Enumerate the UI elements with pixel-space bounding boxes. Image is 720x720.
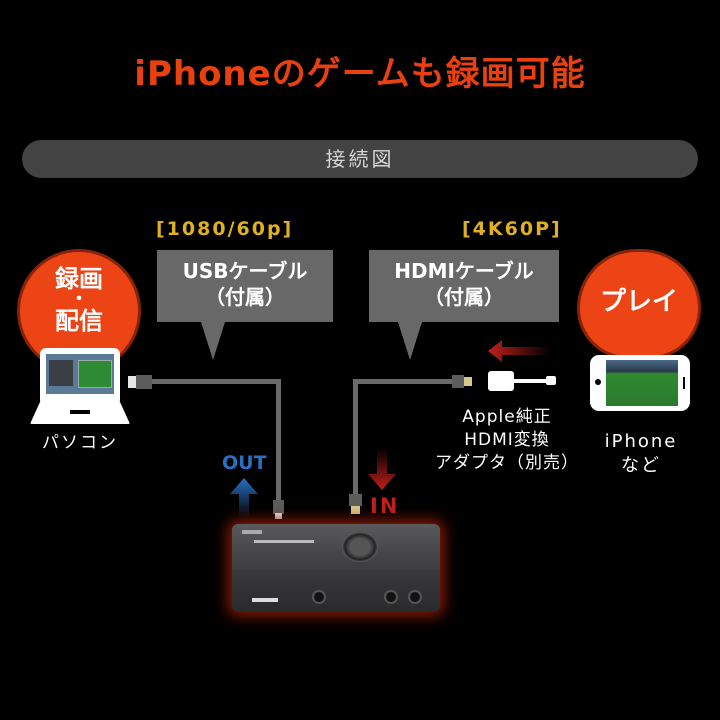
in-arrow-icon (368, 448, 396, 490)
section-header: 接続図 (22, 140, 698, 178)
page-title: iPhoneのゲームも録画可能 (134, 54, 586, 94)
adapter-cable (514, 379, 550, 383)
usb-cable-vertical (276, 379, 281, 507)
usb-c-tip (275, 513, 282, 519)
hdmi-cable-vertical (353, 379, 358, 497)
hdmi-cable-included: （付属） (424, 285, 504, 309)
usb-cable (152, 379, 280, 384)
iphone-label-line-2: など (621, 455, 661, 476)
hdmi-plug-device (349, 494, 362, 506)
usb-a-plug (136, 375, 152, 389)
hdmi-cable-label: HDMIケーブル (394, 259, 534, 283)
out-arrow-icon (230, 478, 258, 518)
play-badge: プレイ (580, 252, 698, 356)
pc-label: パソコン (42, 433, 118, 453)
hdmi-spec: [4K60P] (462, 218, 562, 240)
laptop-icon (30, 348, 130, 424)
usb-cable-label: USBケーブル (182, 259, 308, 283)
hdmi-cable-callout: HDMIケーブル （付属） (369, 250, 559, 322)
out-label: OUT (222, 452, 267, 474)
hdmi-plug-adapter-tip (464, 377, 472, 386)
capture-device-icon (232, 524, 440, 612)
lightning-plug (546, 376, 556, 385)
usb-callout-pointer (201, 322, 225, 360)
adapter-label: Apple純正 HDMI変換 アダプタ（別売） (426, 406, 588, 475)
smartphone-icon (590, 355, 690, 411)
usb-a-plug-tip (128, 376, 136, 388)
hdmi-plug-adapter (452, 375, 464, 388)
badge-line-1: 録画 (55, 265, 103, 293)
hdmi-cable (353, 379, 453, 384)
iphone-label: iPhone など (586, 430, 696, 478)
usb-cable-included: （付属） (205, 285, 285, 309)
adapter-label-line-2: HDMI変換 (464, 430, 550, 450)
signal-arrow-left-icon (488, 340, 550, 362)
usb-spec: [1080/60p] (156, 218, 294, 240)
hdmi-plug-device-tip (351, 506, 360, 514)
adapter-label-line-3: アダプタ（別売） (435, 453, 579, 473)
hdmi-callout-pointer (398, 322, 422, 360)
adapter-label-line-1: Apple純正 (462, 407, 552, 427)
in-label: IN (370, 494, 400, 518)
hdmi-adapter-icon (488, 371, 514, 391)
usb-c-plug (273, 500, 284, 514)
iphone-label-line-1: iPhone (604, 431, 678, 452)
badge-line-3: 配信 (55, 307, 103, 335)
usb-cable-callout: USBケーブル （付属） (157, 250, 333, 322)
badge-line-2: ・ (70, 289, 88, 310)
